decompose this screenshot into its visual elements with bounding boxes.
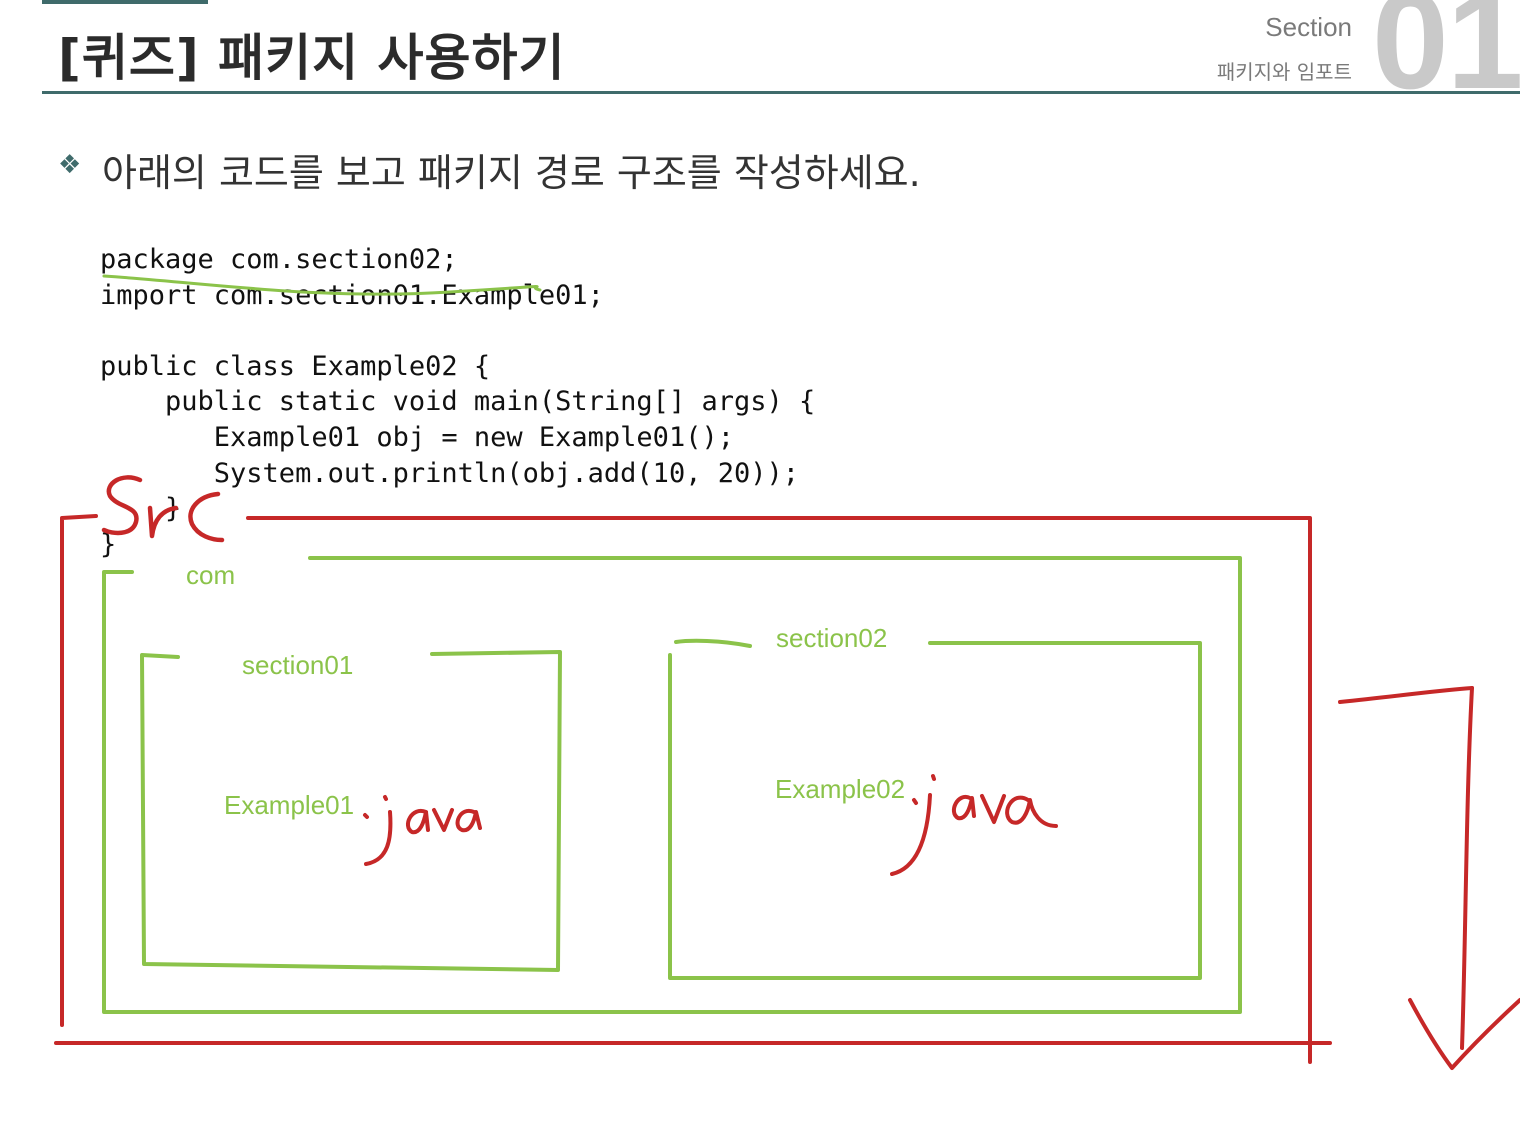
code-line: public class Example02 {: [100, 350, 491, 382]
code-block: package com.section02; import com.section…: [100, 242, 815, 562]
example01-file-label: Example01: [224, 790, 355, 820]
code-line: import com.section01.Example01;: [100, 279, 604, 311]
header-tab-accent: [42, 0, 208, 4]
code-line: }: [100, 528, 117, 560]
section01-package-label: section01: [242, 650, 354, 680]
section01-package-box: [140, 650, 562, 972]
diamond-bullet-icon: ❖: [58, 150, 82, 180]
page-title: [퀴즈] 패키지 사용하기: [58, 29, 566, 87]
code-line: public static void main(String[] args) {: [100, 386, 816, 418]
src-folder-box: [54, 514, 1332, 1064]
import-highlight-stroke: [102, 274, 542, 296]
code-line: System.out.println(obj.add(10, 20));: [100, 457, 799, 489]
down-arrow-icon: [1338, 686, 1520, 1070]
java-extension-handwritten-1: [363, 795, 482, 866]
com-package-box: [102, 556, 1242, 1014]
section-subtitle: 패키지와 임포트: [1216, 60, 1352, 84]
section-label: Section: [1265, 12, 1352, 42]
example02-file-label: Example02: [775, 774, 906, 804]
code-line: Example01 obj = new Example01();: [100, 421, 734, 453]
section02-package-label: section02: [776, 623, 888, 653]
com-package-label: com: [186, 560, 236, 590]
question-text: 아래의 코드를 보고 패키지 경로 구조를 작성하세요.: [102, 151, 921, 195]
section02-package-box: [668, 638, 1202, 980]
java-extension-handwritten-2: [890, 774, 1058, 876]
header-divider: [42, 91, 1520, 94]
code-line: package com.section02;: [100, 244, 458, 275]
src-handwritten-label: [101, 475, 225, 543]
